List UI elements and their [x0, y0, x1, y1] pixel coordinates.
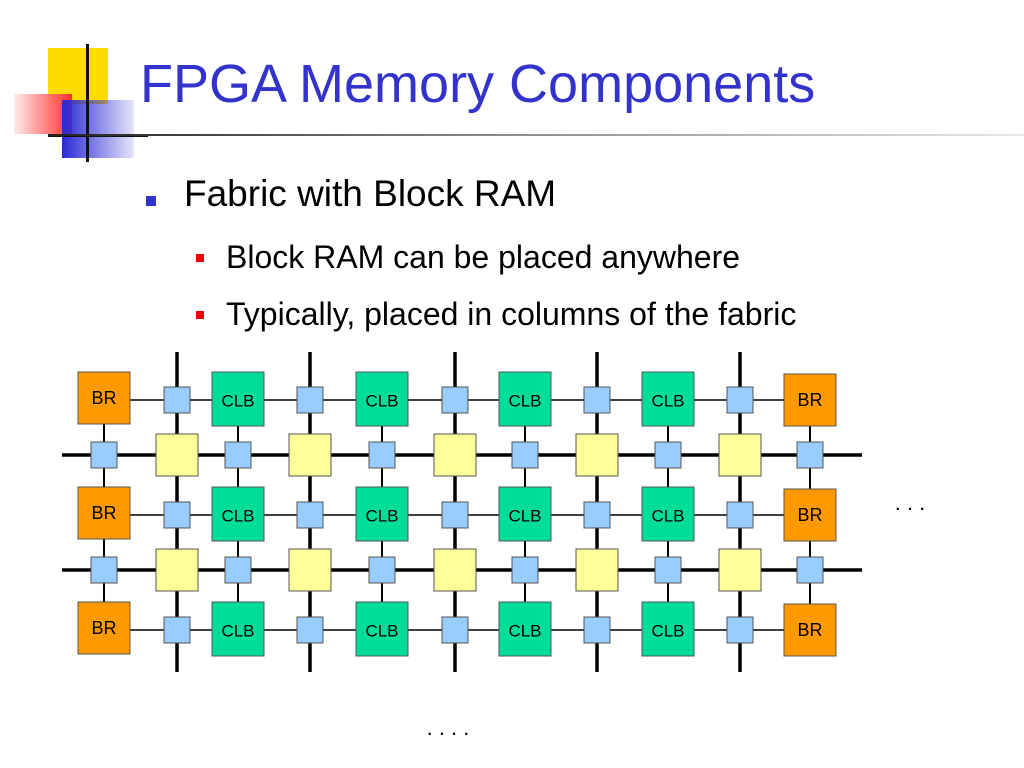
logic-block-label: CLB	[651, 391, 684, 410]
block-ram-label: BR	[797, 505, 822, 525]
connection-box	[90, 556, 118, 584]
bullet-text: Fabric with Block RAM	[184, 173, 557, 214]
logic-block-label: CLB	[508, 391, 541, 410]
logic-block	[498, 371, 552, 427]
logic-block	[498, 601, 552, 657]
logic-block	[211, 371, 265, 427]
logic-block	[641, 371, 695, 427]
logic-block	[641, 601, 695, 657]
logic-block	[355, 601, 409, 657]
connection-box	[726, 616, 754, 644]
sub-bullet-text: Typically, placed in columns of the fabr…	[226, 296, 797, 332]
block-ram-label: BR	[91, 618, 116, 638]
logic-block	[355, 486, 409, 542]
logic-block	[211, 486, 265, 542]
sub-bullet-square-icon	[196, 311, 204, 319]
block-ram-label: BR	[91, 503, 116, 523]
connection-box	[163, 616, 191, 644]
connection-box	[441, 386, 469, 414]
connection-box	[163, 501, 191, 529]
switch-box	[433, 548, 477, 592]
title-underline	[48, 134, 1024, 136]
connection-box	[511, 556, 539, 584]
logic-block	[211, 601, 265, 657]
bullet-square-icon	[146, 196, 156, 206]
logic-block-label: CLB	[365, 506, 398, 525]
logic-block-label: CLB	[508, 506, 541, 525]
block-ram	[783, 373, 837, 427]
switch-box	[288, 433, 332, 477]
connection-box	[441, 616, 469, 644]
logic-block-label: CLB	[221, 506, 254, 525]
switch-box	[155, 433, 199, 477]
sub-bullet-text: Block RAM can be placed anywhere	[226, 239, 741, 275]
connection-box	[296, 501, 324, 529]
slide-title: FPGA Memory Components	[140, 54, 816, 114]
switch-box	[718, 433, 762, 477]
switch-box	[575, 548, 619, 592]
logic-block-label: CLB	[221, 391, 254, 410]
switch-box	[155, 548, 199, 592]
connection-box	[163, 386, 191, 414]
sub-bullet-square-icon	[196, 254, 204, 262]
connection-box	[296, 386, 324, 414]
connection-box	[90, 441, 118, 469]
connection-box	[368, 556, 396, 584]
block-ram-label: BR	[797, 620, 822, 640]
decorative-logo	[0, 0, 150, 170]
block-ram	[77, 371, 131, 425]
logic-block-label: CLB	[651, 506, 684, 525]
block-ram	[77, 486, 131, 540]
continuation-dots-down: . . . .	[427, 715, 470, 740]
connection-box	[583, 386, 611, 414]
connection-box	[224, 441, 252, 469]
connection-box	[796, 556, 824, 584]
logic-block-label: CLB	[221, 621, 254, 640]
switch-box	[288, 548, 332, 592]
block-ram-label: BR	[797, 390, 822, 410]
connection-box	[296, 616, 324, 644]
switch-box	[575, 433, 619, 477]
logic-block-label: CLB	[365, 391, 398, 410]
logic-block	[641, 486, 695, 542]
connection-box	[796, 441, 824, 469]
switch-box	[718, 548, 762, 592]
logic-block	[355, 371, 409, 427]
continuation-dots-right: . . .	[895, 490, 926, 515]
connection-box	[441, 501, 469, 529]
block-ram-label: BR	[91, 388, 116, 408]
switch-box	[433, 433, 477, 477]
connection-box	[511, 441, 539, 469]
logic-block-label: CLB	[508, 621, 541, 640]
block-ram	[77, 601, 131, 655]
connection-box	[726, 501, 754, 529]
connection-box	[368, 441, 396, 469]
connection-box	[583, 616, 611, 644]
logic-block	[498, 486, 552, 542]
logic-block-label: CLB	[365, 621, 398, 640]
connection-box	[224, 556, 252, 584]
block-ram	[783, 603, 837, 657]
connection-box	[654, 441, 682, 469]
logic-block-label: CLB	[651, 621, 684, 640]
connection-box	[726, 386, 754, 414]
connection-box	[654, 556, 682, 584]
block-ram	[783, 488, 837, 542]
connection-box	[583, 501, 611, 529]
